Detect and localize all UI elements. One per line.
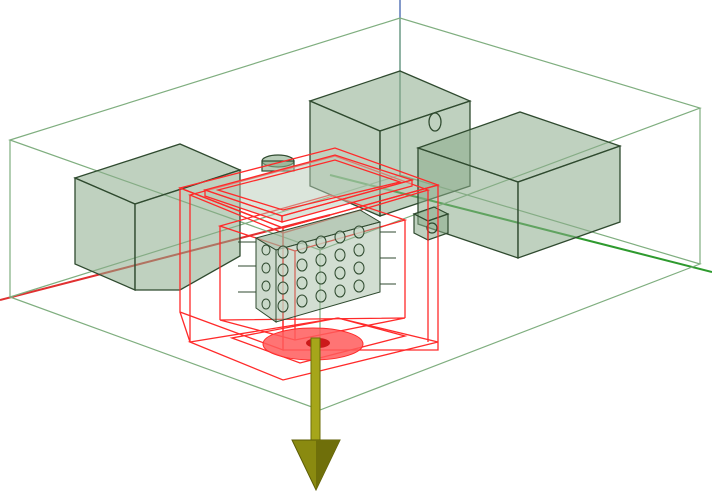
pin (315, 235, 327, 249)
force-arrow-icon[interactable] (291, 337, 341, 492)
pin (353, 279, 365, 293)
pin (353, 243, 365, 257)
pin (277, 299, 289, 313)
pin (296, 276, 308, 290)
side-pins (238, 231, 396, 293)
pin (334, 248, 346, 262)
pin (334, 230, 346, 244)
pin (261, 280, 271, 292)
pin (277, 281, 289, 295)
pin (296, 258, 308, 272)
pin (315, 289, 327, 303)
pin (296, 294, 308, 308)
pin (277, 263, 289, 277)
pin (334, 284, 346, 298)
pin (315, 271, 327, 285)
pin-grid (261, 225, 365, 313)
center-housing[interactable] (177, 147, 441, 381)
pin (353, 261, 365, 275)
left-block[interactable] (73, 143, 242, 291)
right-block[interactable] (416, 111, 622, 259)
pin (315, 253, 327, 267)
pin (261, 298, 271, 310)
pin (296, 240, 308, 254)
small-cube[interactable] (412, 206, 450, 241)
pin (277, 245, 289, 259)
pin (334, 266, 346, 280)
pin (353, 225, 365, 239)
top-lid[interactable] (202, 154, 415, 223)
pin (261, 244, 271, 256)
pin-array[interactable] (238, 209, 396, 323)
pin (261, 262, 271, 274)
